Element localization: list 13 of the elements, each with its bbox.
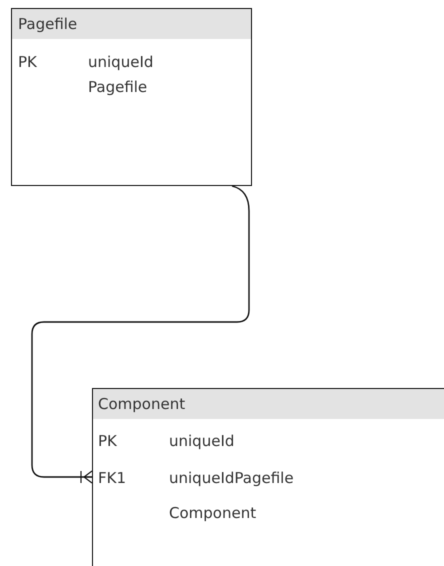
field-name: Pagefile <box>88 77 148 97</box>
table-title: Component <box>98 394 186 414</box>
relationship-line <box>31 185 250 484</box>
field-name: uniqueId <box>169 431 234 451</box>
entity-table <box>92 388 444 566</box>
field-name: uniqueIdPagefile <box>169 468 294 488</box>
entity-table <box>11 8 252 186</box>
key-label: PK <box>18 52 37 72</box>
field-name: uniqueId <box>88 52 154 72</box>
key-label: PK <box>98 431 117 451</box>
key-label: FK1 <box>98 468 126 488</box>
field-name: Component <box>169 503 256 523</box>
table-title: Pagefile <box>18 14 78 34</box>
